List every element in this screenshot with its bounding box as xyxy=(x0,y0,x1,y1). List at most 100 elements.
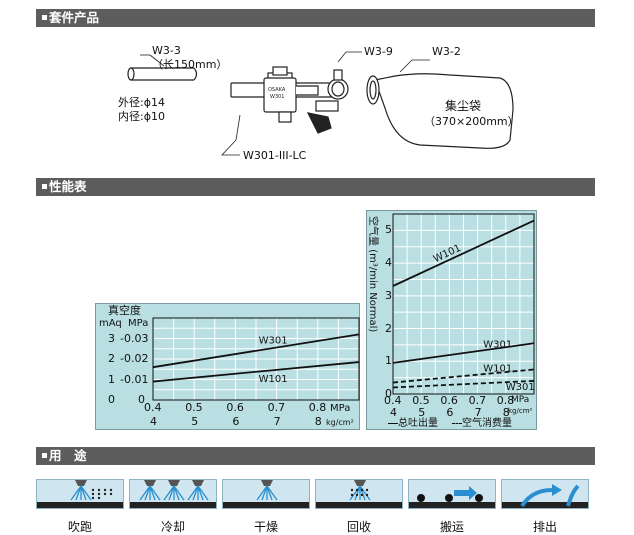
y-tick: 5 xyxy=(385,223,392,237)
clamp-drawing xyxy=(327,51,362,100)
x-tick-kgcm2: 8 xyxy=(314,415,322,428)
x-tick-kgcm2: 8 xyxy=(502,406,510,419)
series-line-w101-solid xyxy=(392,219,535,287)
legend-solid-label: 总吐出量 xyxy=(398,418,438,429)
hose-inner-diameter: 内径:ϕ10 xyxy=(118,110,165,123)
gun-drawing: OSAKA W301 xyxy=(221,66,340,156)
y-tick-MPa: 0 xyxy=(138,393,145,406)
x-tick-MPa: 0.7 xyxy=(468,394,487,407)
air-x-unit-kgcm2: kg/cm² xyxy=(508,407,533,415)
series-line-w101 xyxy=(152,361,360,383)
legend-dashed-label: 空气消费量 xyxy=(462,418,512,429)
use-illustration-cooling xyxy=(129,479,217,509)
bag-name: 集尘袋 xyxy=(445,99,482,113)
section-header-uses: 用 途 xyxy=(36,447,595,465)
gun-code: W301-III-LC xyxy=(243,149,307,162)
use-illustration-recovery xyxy=(315,479,403,509)
x-tick-MPa: 0.8 xyxy=(308,401,327,414)
y-tick-mAq: 2 xyxy=(108,352,115,365)
use-label-blow-off: 吹跑 xyxy=(67,520,92,534)
series-label: W301 xyxy=(259,336,288,347)
kit-illustration: OSAKA W301 xyxy=(127,51,514,156)
x-tick-MPa: 0.7 xyxy=(267,401,286,414)
section-title: 套件产品 xyxy=(49,10,100,25)
x-tick-MPa: 0.5 xyxy=(412,394,430,407)
x-tick-MPa: 0.8 xyxy=(496,394,515,407)
x-tick-kgcm2: 5 xyxy=(191,415,199,428)
air-x-unit-MPa: MPa xyxy=(511,395,530,405)
series-label: W101 xyxy=(259,374,288,385)
y-tick-mAq: 1 xyxy=(108,372,115,386)
use-label-conveying: 搬运 xyxy=(439,520,464,534)
section-title: 用 途 xyxy=(49,448,87,463)
y-tick: 4 xyxy=(385,256,392,270)
cooling-icon xyxy=(130,480,216,508)
vacuum-grid xyxy=(152,317,360,401)
x-tick-kgcm2: 4 xyxy=(390,406,397,419)
section-header-performance: 性能表 xyxy=(36,178,595,196)
x-tick-MPa: 0.6 xyxy=(226,401,244,414)
conveying-icon xyxy=(409,486,495,508)
y-tick: 0 xyxy=(385,387,392,400)
use-label-discharge: 排出 xyxy=(532,520,557,534)
y-tick-MPa: -0.02 xyxy=(120,352,149,365)
use-illustration-drying xyxy=(222,479,310,509)
series-label: W101 xyxy=(483,363,512,374)
y-tick: 1 xyxy=(385,354,392,368)
y-tick-MPa: -0.03 xyxy=(120,331,149,345)
x-tick-kgcm2: 7 xyxy=(474,406,482,419)
clamp-code: W3-9 xyxy=(364,45,393,58)
dust-bag-drawing xyxy=(366,59,514,149)
x-tick-kgcm2: 5 xyxy=(418,406,426,419)
gun-brand-text: OSAKA xyxy=(268,87,286,93)
x-tick-kgcm2: 4 xyxy=(150,415,157,428)
y-tick: 3 xyxy=(385,288,392,302)
vacuum-unit-mAq: mAq xyxy=(99,318,122,329)
use-illustration-discharge xyxy=(501,479,589,509)
plot-frame xyxy=(152,317,360,401)
x-tick-MPa: 0.6 xyxy=(440,394,458,407)
x-tick-kgcm2: 6 xyxy=(232,415,240,428)
air-grid xyxy=(392,213,535,395)
recovery-icon xyxy=(316,480,402,508)
x-tick-MPa: 0.4 xyxy=(144,401,162,414)
section-title: 性能表 xyxy=(49,179,87,194)
x-tick-kgcm2: 6 xyxy=(446,406,454,419)
x-tick-MPa: 0.5 xyxy=(185,401,203,414)
air-chart-ylabel: 空气量 (m³/min Normal) xyxy=(367,216,378,333)
series-label: W301 xyxy=(506,382,535,393)
use-illustration-blow-off xyxy=(36,479,124,509)
vacuum-chart-title: 真空度 xyxy=(108,304,141,317)
air-legend-solid: 总吐出量 xyxy=(388,418,438,429)
y-tick-mAq: 3 xyxy=(108,331,115,345)
discharge-icon xyxy=(502,484,588,508)
air-legend-dashed: 空气消费量 xyxy=(452,418,512,429)
series-label: W101 xyxy=(432,243,463,265)
y-tick: 2 xyxy=(385,321,392,335)
y-tick-MPa: -0.01 xyxy=(120,372,149,386)
bag-size: （370×200mm） xyxy=(424,115,519,128)
use-label-cooling: 冷却 xyxy=(160,520,185,534)
hose-code: W3-3 xyxy=(152,44,181,57)
drying-icon xyxy=(223,480,309,508)
series-line-w301-solid xyxy=(392,342,535,364)
vacuum-x-unit-kgcm2: kg/cm² xyxy=(326,418,354,427)
bag-code: W3-2 xyxy=(432,45,461,58)
x-tick-MPa: 0.4 xyxy=(384,394,402,407)
use-label-recovery: 回收 xyxy=(346,520,371,534)
hose-outer-diameter: 外径:ϕ14 xyxy=(118,96,165,109)
hose-length: （长150mm） xyxy=(152,58,228,71)
series-line-w301 xyxy=(152,333,360,369)
hose-drawing xyxy=(127,54,198,81)
y-tick-mAq: 0 xyxy=(108,393,115,406)
vacuum-x-unit-MPa: MPa xyxy=(330,403,351,414)
blow-off-icon xyxy=(37,480,123,508)
gun-model-text: W301 xyxy=(270,94,285,100)
vacuum-unit-MPa: MPa xyxy=(128,318,149,329)
x-tick-kgcm2: 7 xyxy=(273,415,281,428)
use-illustration-conveying xyxy=(408,479,496,509)
series-label: W301 xyxy=(483,339,512,350)
use-label-drying: 干燥 xyxy=(253,520,278,534)
